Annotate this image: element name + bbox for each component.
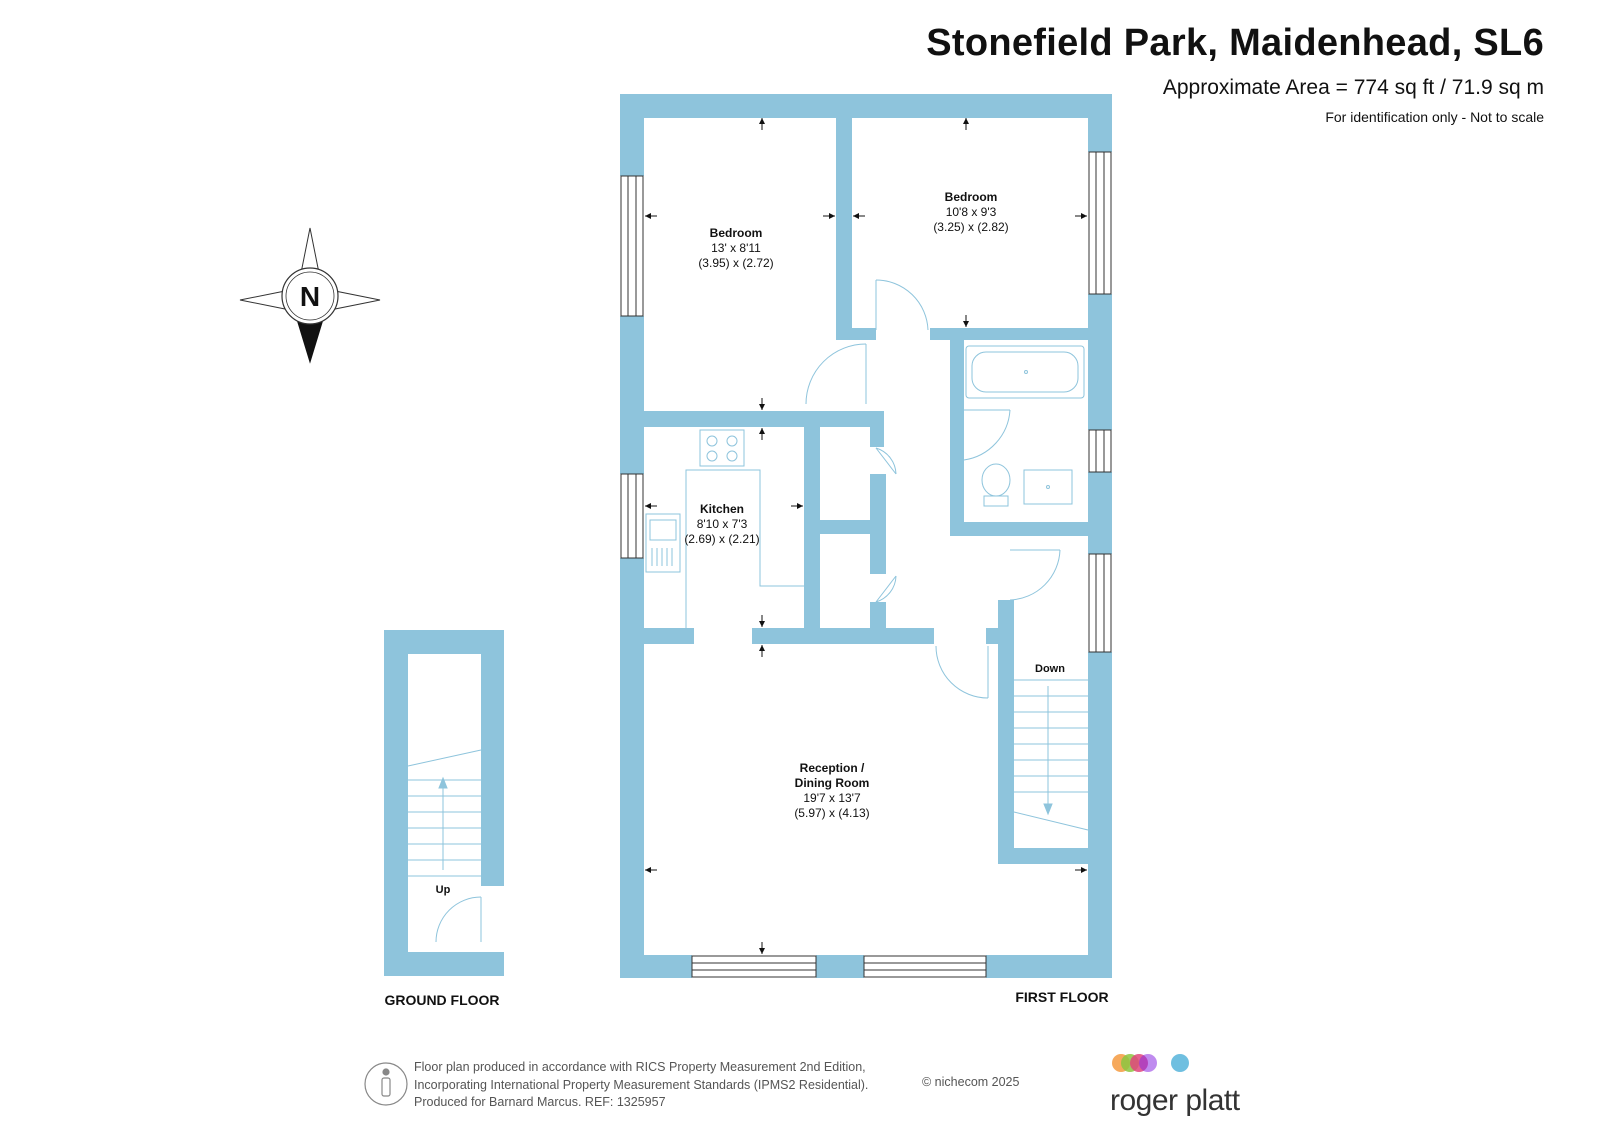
room-dimensions-metric: (5.97) x (4.13) [794,806,869,820]
room-name: Bedroom [945,190,998,204]
brand-name: roger platt [1110,1084,1240,1117]
first-floor-stairs [1013,679,1089,831]
ground-floor-plan [384,630,504,976]
first-floor-label: FIRST FLOOR [1015,989,1108,1005]
room-dimensions-metric: (3.25) x (2.82) [933,220,1008,234]
dimension-ticks [645,118,1087,954]
room-name-line2: Dining Room [795,776,870,790]
windows [620,151,1112,978]
room-bedroom-1: Bedroom 13' x 8'11 (3.95) x (2.72) [698,226,773,270]
ground-floor-label: GROUND FLOOR [384,992,499,1008]
compass-label: N [300,281,320,312]
room-dimensions-metric: (3.95) x (2.72) [698,256,773,270]
brand-dots-logo [1112,1054,1189,1072]
room-dimensions-imperial: 13' x 8'11 [711,241,761,255]
ground-floor-stairs [407,749,482,943]
area-summary: Approximate Area = 774 sq ft / 71.9 sq m [1162,76,1544,99]
kitchen-worktop [645,469,804,628]
disclaimer-note: For identification only - Not to scale [1325,109,1544,125]
doors [805,279,1061,699]
room-name: Kitchen [700,502,744,516]
room-dimensions-imperial: 19'7 x 13'7 [803,791,861,805]
page-title: Stonefield Park, Maidenhead, SL6 [926,22,1544,64]
room-kitchen: Kitchen 8'10 x 7'3 (2.69) x (2.21) [684,502,759,546]
footer-disclaimer: Floor plan produced in accordance with R… [414,1059,868,1112]
room-name-line1: Reception / [800,761,865,775]
room-dimensions-metric: (2.69) x (2.21) [684,532,759,546]
room-bedroom-2: Bedroom 10'8 x 9'3 (3.25) x (2.82) [933,190,1008,234]
compass-icon: N [239,227,381,364]
toilet-fixture [981,463,1011,507]
stairs-up-label: Up [436,884,451,896]
stairs-down-label: Down [1035,663,1065,675]
room-dimensions-imperial: 10'8 x 9'3 [946,205,997,219]
room-name: Bedroom [710,226,763,240]
bath-fixture [965,345,1085,399]
footer-line-2: Incorporating International Property Mea… [414,1077,869,1092]
copyright: © nichecom 2025 [922,1075,1020,1089]
hob-fixture [699,429,745,467]
first-floor-walls [620,94,1112,978]
footer-line-3: Produced for Barnard Marcus. REF: 132595… [414,1095,666,1109]
footer-line-1: Floor plan produced in accordance with R… [414,1060,866,1074]
room-reception: Reception / Dining Room 19'7 x 13'7 (5.9… [794,761,869,820]
info-person-icon [364,1062,408,1106]
basin-fixture [1023,469,1073,505]
room-dimensions-imperial: 8'10 x 7'3 [697,517,748,531]
